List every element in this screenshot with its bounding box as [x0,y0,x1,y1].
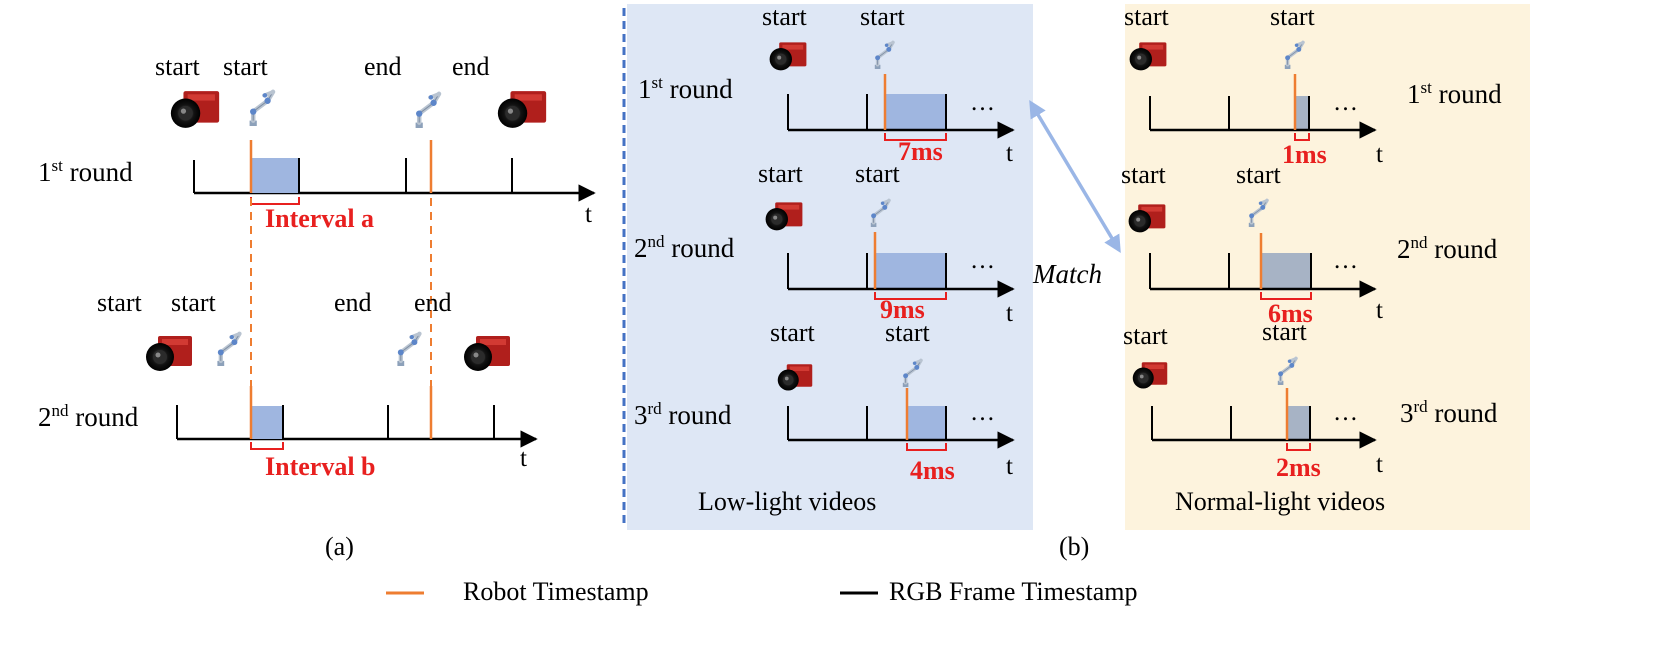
end-label: end [414,288,452,317]
normal-light-panel [1125,4,1530,530]
camera-icon [464,336,510,371]
end-label: end [452,52,490,81]
time-axis-label: t [1376,297,1383,324]
end-label: end [364,52,402,81]
robot-arm-icon [217,334,239,366]
low-light-title: Low-light videos [698,487,876,516]
ellipsis: … [970,89,995,116]
interval-box [1261,253,1311,289]
start-label: start [1121,160,1167,189]
time-axis-label: t [1006,300,1013,327]
ellipsis: … [970,399,995,426]
interval-box [251,158,299,193]
round-label-low-3: 3rd round [634,399,732,430]
robot-arm-icon [397,334,419,366]
interval-box [1295,96,1309,130]
start-label: start [770,318,816,347]
start-label: start [860,2,906,31]
interval-label: Interval a [265,204,374,233]
robot-arm-icon [250,92,273,126]
match-label: Match [1032,259,1102,289]
legend-rgb-label: RGB Frame Timestamp [889,577,1137,606]
delay-label: 7ms [898,137,943,166]
time-axis-label: t [1376,451,1383,478]
time-axis-label: t [585,201,592,228]
camera-icon [497,91,547,128]
robot-arm-icon [416,94,439,128]
time-axis-label: t [1376,141,1383,168]
round-label-normal-2: 2nd round [1397,233,1498,264]
time-axis-label: t [1006,453,1013,480]
delay-label: 6ms [1268,299,1313,328]
normal-light-title: Normal-light videos [1175,487,1385,516]
start-label: start [1270,2,1316,31]
panel-b-low-light: start start 1st round … 7ms t start star… [634,2,1015,516]
match-arrow [1029,99,1121,254]
delay-label: 9ms [880,295,925,324]
round-label-a2: 2nd round [38,401,139,432]
caption-b: (b) [1059,532,1089,561]
ellipsis: … [1333,247,1358,274]
interval-label: Interval b [265,452,376,481]
camera-icon [170,91,220,128]
start-label: start [171,288,217,317]
start-label: start [97,288,143,317]
delay-label: 1ms [1282,140,1327,169]
round-label-low-1: 1st round [638,73,733,104]
start-label: start [855,159,901,188]
round-label-a1: 1st round [38,156,133,187]
end-label: end [334,288,372,317]
interval-box [1287,406,1310,440]
start-label: start [155,52,201,81]
panel-b-normal-light: start start … 1st round 1ms t start star… [1121,2,1502,516]
start-label: start [758,159,804,188]
round-label-normal-3: 3rd round [1400,397,1498,428]
legend-robot-label: Robot Timestamp [463,577,649,606]
start-label: start [223,52,269,81]
caption-a: (a) [325,532,354,561]
low-light-panel [627,4,1033,530]
delay-label: 4ms [910,456,955,485]
legend: Robot Timestamp RGB Frame Timestamp [386,577,1137,606]
ellipsis: … [1333,89,1358,116]
interval-box [885,94,946,130]
round-label-normal-1: 1st round [1407,78,1502,109]
panel-a: start start end end 1st round t Interval… [38,52,596,561]
round-label-low-2: 2nd round [634,232,735,263]
interval-box [251,406,283,439]
time-axis-label: t [1006,140,1013,167]
interval-box [907,406,946,440]
camera-icon [146,336,192,371]
start-label: start [1124,2,1170,31]
start-label: start [1262,317,1308,346]
time-axis-label: t [520,445,527,472]
start-label: start [1236,160,1282,189]
start-label: start [885,318,931,347]
interval-box [875,253,946,289]
delay-label: 2ms [1276,453,1321,482]
start-label: start [762,2,808,31]
start-label: start [1123,321,1169,350]
ellipsis: … [1333,399,1358,426]
ellipsis: … [970,247,995,274]
